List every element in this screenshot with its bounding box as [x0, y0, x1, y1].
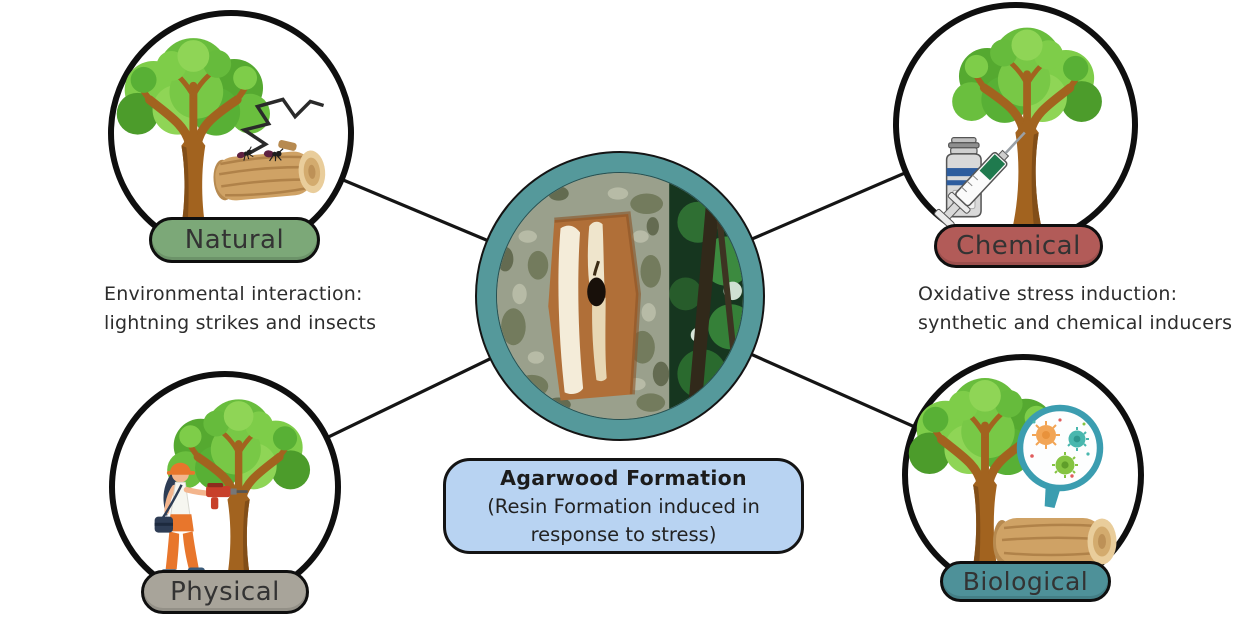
natural-illustration [114, 16, 326, 250]
tree-icon [117, 38, 270, 243]
biological-pill: Biological [940, 561, 1111, 602]
chemical-description: Oxidative stress induction: synthetic an… [918, 280, 1232, 338]
chemical-illustration [934, 8, 1132, 241]
ant-icon [263, 148, 284, 162]
caption-subtitle-line1: (Resin Formation induced in [487, 495, 760, 518]
natural-desc-line2: lightning strikes and insects [104, 312, 377, 334]
biological-circle [902, 354, 1144, 596]
trunk-photo-illustration [497, 173, 743, 419]
ant-icon [236, 146, 254, 161]
physical-illustration [154, 377, 335, 597]
caption-box: Agarwood Formation (Resin Formation indu… [443, 458, 804, 554]
natural-description: Environmental interaction: lightning str… [104, 280, 376, 338]
physical-label: Physical [170, 577, 280, 607]
lightning-crack-icon [235, 97, 325, 162]
log-with-ants-icon [213, 140, 326, 201]
worker-with-drill-icon [154, 462, 248, 577]
natural-label: Natural [184, 225, 285, 255]
physical-pill: Physical [141, 570, 309, 614]
biological-label: Biological [962, 567, 1089, 596]
physical-circle [109, 371, 341, 603]
microbe-teal [1067, 427, 1089, 451]
chemical-pill: Chemical [934, 224, 1103, 268]
log-icon [993, 518, 1117, 565]
chemical-desc-line2: synthetic and chemical inducers [918, 312, 1233, 334]
chemical-desc-line1: Oxidative stress induction: [918, 283, 1178, 305]
natural-circle [108, 10, 354, 256]
center-photo-ring [475, 151, 765, 441]
magnifier-with-microbes-icon [1016, 404, 1104, 508]
chemical-label: Chemical [956, 231, 1081, 261]
natural-desc-line1: Environmental interaction: [104, 283, 363, 305]
natural-pill: Natural [149, 217, 320, 263]
syringe-icon [934, 131, 1026, 229]
caption-subtitle-line2: response to stress) [530, 523, 717, 546]
microbe-green [1052, 452, 1078, 478]
microbe-orange [1032, 421, 1060, 449]
biological-illustration [908, 360, 1117, 590]
caption-title: Agarwood Formation [500, 466, 747, 490]
chemical-circle [893, 2, 1138, 247]
drill-icon [206, 482, 248, 510]
agarwood-trunk-photo [496, 172, 744, 420]
